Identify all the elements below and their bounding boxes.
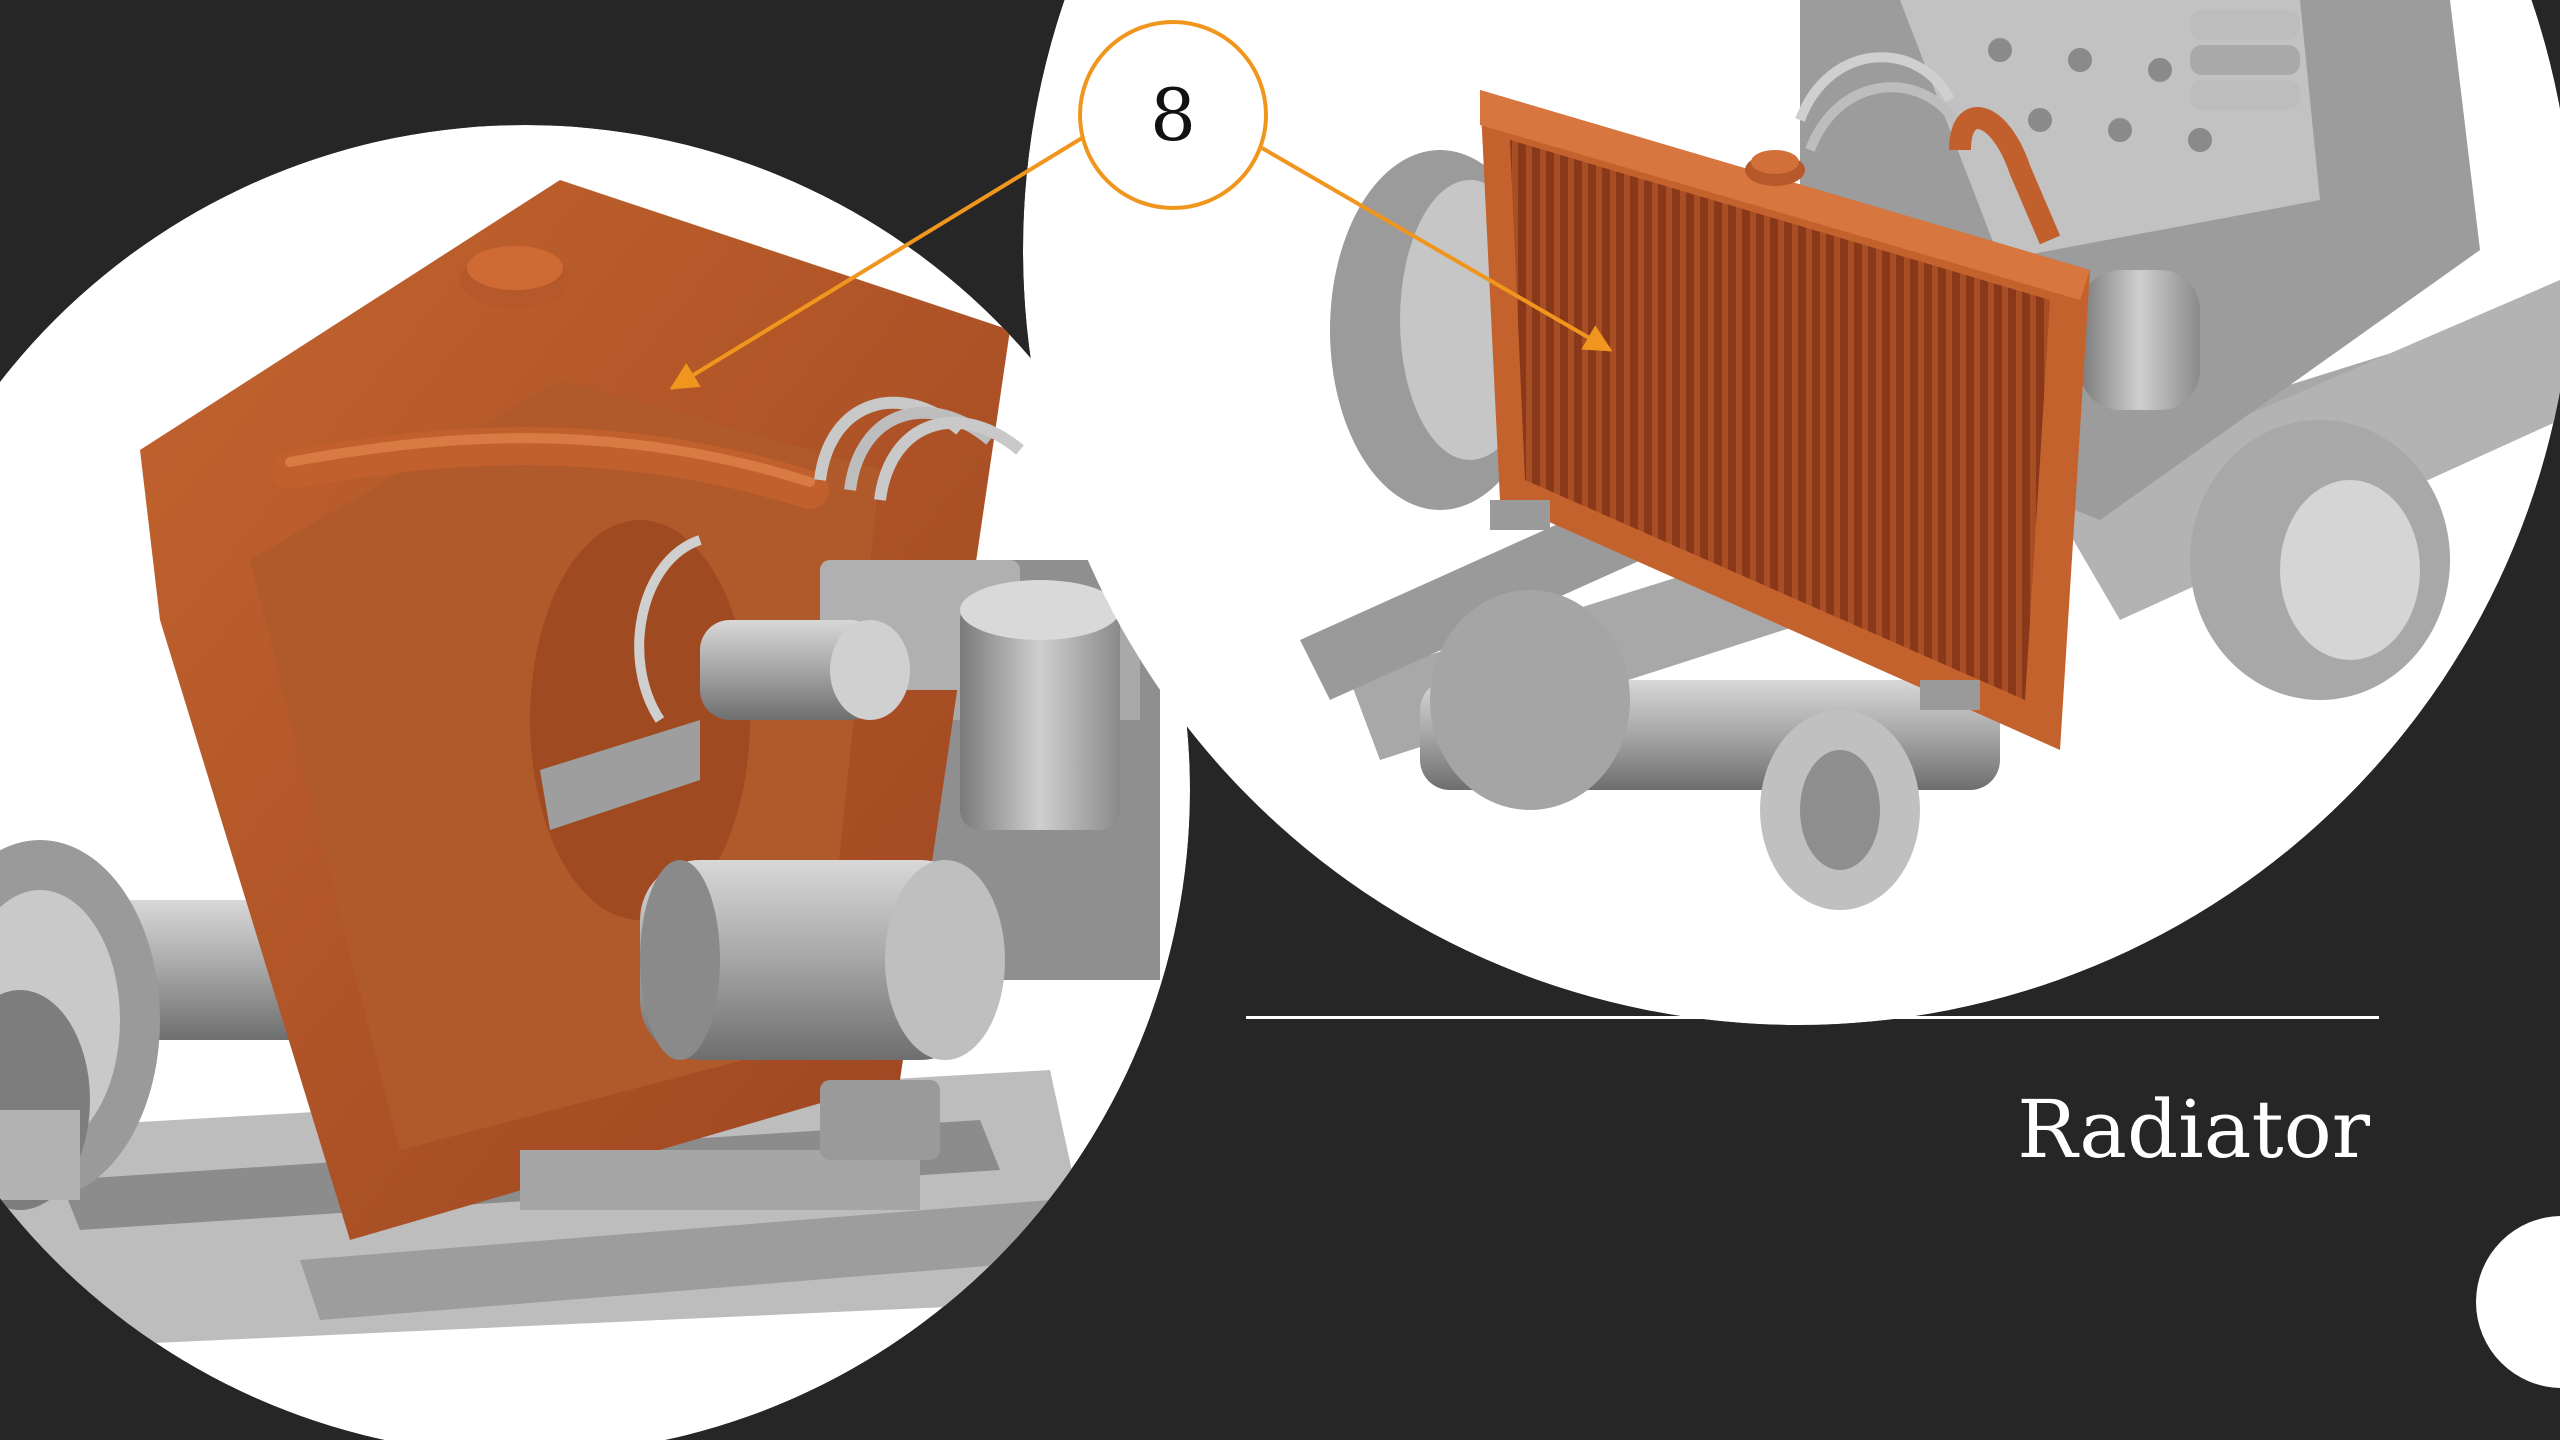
callout-number: 8 xyxy=(1150,73,1196,157)
callout-number-badge: 8 xyxy=(1078,20,1268,210)
title-divider xyxy=(1246,1016,2379,1019)
left-photo xyxy=(0,125,1190,1440)
slide-title: Radiator xyxy=(2017,1083,2370,1176)
leader-line-right xyxy=(1260,146,1613,352)
leader-line-left xyxy=(669,136,1084,390)
right-photo xyxy=(1023,0,2560,1025)
